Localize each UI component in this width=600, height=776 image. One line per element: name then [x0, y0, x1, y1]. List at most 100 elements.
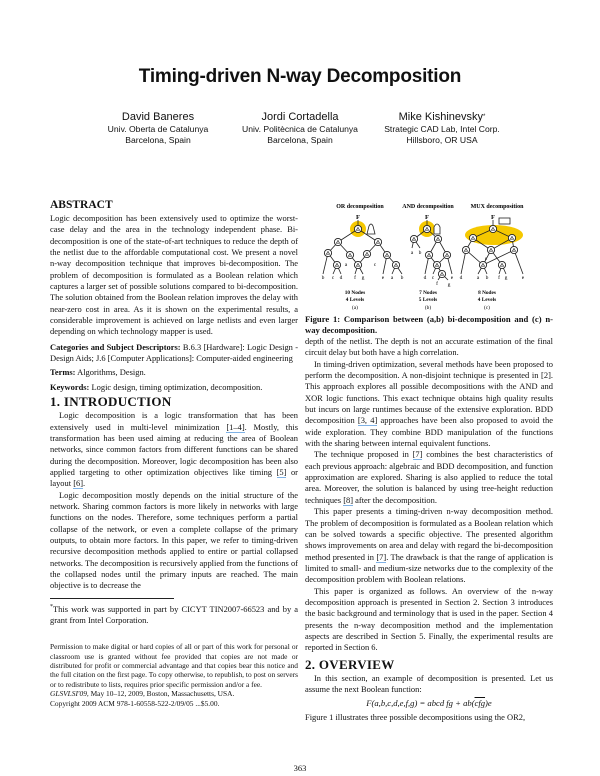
venue: GLSVLSI'09, [50, 689, 89, 699]
footnote-divider [50, 597, 174, 599]
keywords: Keywords: Logic design, timing optimizat… [50, 382, 298, 393]
equation: F(a,b,c,d,e,f,g) = abcd fg + ab(cfg)e [305, 697, 553, 709]
tree-node [391, 260, 401, 270]
gate-glyph-icon [434, 262, 440, 267]
tree-node [433, 234, 443, 244]
author-location: Hillsboro, OR USA [406, 134, 478, 145]
author-location: Barcelona, Spain [125, 134, 191, 145]
level-count: 4 Levels [478, 297, 496, 303]
intro-heading: 1. INTRODUCTION [50, 394, 172, 410]
citation-link[interactable]: [7] [376, 551, 387, 563]
paragraph: This paper presents a timing-driven n-wa… [305, 506, 553, 585]
node-count: 8 Nodes [478, 290, 496, 296]
citation-link[interactable]: [5] [276, 466, 287, 478]
text: Logic decomposition is a logic transform… [50, 410, 298, 432]
tree-edge [482, 249, 515, 266]
gate-glyph-icon [364, 251, 370, 256]
tree-node [353, 224, 363, 234]
leaf-label: e [382, 275, 385, 281]
leaf-label: b [322, 275, 325, 281]
abstract-heading: ABSTRACT [50, 199, 113, 211]
gate-glyph-icon [511, 247, 517, 252]
text: combines the best characteristics of eac… [305, 449, 553, 505]
copyright: Copyright 2009 ACM 978-1-60558-522-2/09/… [50, 698, 220, 708]
gate-glyph-icon [426, 252, 432, 257]
gate-glyph-icon [435, 236, 441, 241]
permission-text: Permission to make digital or hard copie… [50, 642, 298, 689]
text: . Mostly, this transformation has been u… [50, 421, 298, 477]
leaf-label: a [477, 275, 480, 281]
inner-label: a [345, 262, 348, 268]
permission-notice: Permission to make digital or hard copie… [50, 642, 298, 708]
citation-link[interactable]: [1–4] [226, 421, 245, 433]
panel-label: (c) [484, 304, 490, 311]
tree-node [478, 260, 488, 270]
paragraph: Figure 1 illustrates three possible deco… [305, 712, 526, 723]
tree-node [509, 245, 519, 255]
tree-node [486, 245, 496, 255]
or-gate-icon [366, 223, 376, 235]
gate-glyph-icon [509, 235, 515, 240]
tree-node [422, 224, 432, 234]
tree-node [345, 250, 355, 260]
text: . The drawback is that the range of appl… [305, 551, 553, 585]
panel-title: AND decomposition [402, 204, 454, 210]
citation-link[interactable]: [3, 4] [357, 415, 378, 427]
tree-node [424, 250, 434, 260]
tree-node [432, 260, 442, 270]
keywords-label: Keywords: [50, 381, 90, 392]
terms-label: Terms: [50, 367, 76, 378]
panel-label: (b) [425, 304, 431, 311]
gate-glyph-icon [470, 235, 476, 240]
leaf-label: a [411, 250, 414, 256]
tree-node [382, 250, 392, 260]
text: In timing-driven optimization, several m… [305, 358, 553, 426]
leaf-label: f [354, 274, 356, 281]
citation-link[interactable]: [8] [343, 494, 354, 506]
tree-node [507, 233, 517, 243]
text: . [83, 478, 86, 489]
terms-text: Algorithms, Design. [75, 367, 146, 378]
right-column: Figure 1: Comparison between (a,b) bi-de… [305, 314, 553, 724]
panel-label: (a) [352, 304, 358, 311]
leaf-label: d [424, 275, 427, 281]
gate-glyph-icon [444, 252, 450, 257]
leaf-label: c [432, 275, 435, 281]
intro-paragraph-2: Logic decomposition mostly depends on th… [50, 489, 298, 591]
author-name: David Baneres [121, 111, 195, 123]
figure-caption: Figure 1: Comparison between (a,b) bi-de… [305, 314, 553, 335]
gate-glyph-icon [375, 239, 381, 244]
footnote-text: This work was supported in part by CICYT… [50, 603, 298, 625]
tree-node [323, 248, 333, 258]
tree-node [353, 260, 363, 270]
leaf-label: f [436, 280, 438, 287]
leaf-label: e [522, 275, 525, 281]
tree-node [373, 237, 383, 247]
level-count: 5 Levels [419, 297, 437, 303]
author-3: Mike Kishinevsky* Strategic CAD Lab, Int… [372, 111, 512, 145]
inner-label: c [485, 256, 488, 262]
gate-glyph-icon [384, 252, 390, 257]
level-count: 4 Levels [346, 297, 364, 303]
gate-glyph-icon [325, 250, 331, 255]
text: after the decomposition. [353, 494, 437, 505]
citation-link[interactable]: [7] [412, 449, 423, 461]
overview-heading: 2. OVERVIEW [305, 656, 395, 672]
citation-link[interactable]: [6] [73, 478, 84, 490]
paragraph: The technique proposed in [7] combines t… [305, 449, 553, 506]
gate-glyph-icon [480, 262, 486, 267]
categories-label: Categories and Subject Descriptors: [50, 341, 181, 352]
node-count: 7 Nodes [419, 290, 437, 296]
gate-glyph-icon [335, 239, 341, 244]
mux-icon [498, 217, 511, 225]
leaf-label: a [391, 275, 394, 281]
tree-node [488, 224, 498, 234]
tree-node [409, 234, 419, 244]
tree-node [468, 233, 478, 243]
root-label: F [425, 214, 429, 221]
gate-glyph-icon [355, 226, 361, 231]
panel-title: OR decomposition [336, 204, 384, 210]
gate-glyph-icon [499, 262, 505, 267]
leaf-label: d [340, 275, 343, 281]
paper-title: Timing-driven N-way Decomposition [138, 66, 462, 87]
